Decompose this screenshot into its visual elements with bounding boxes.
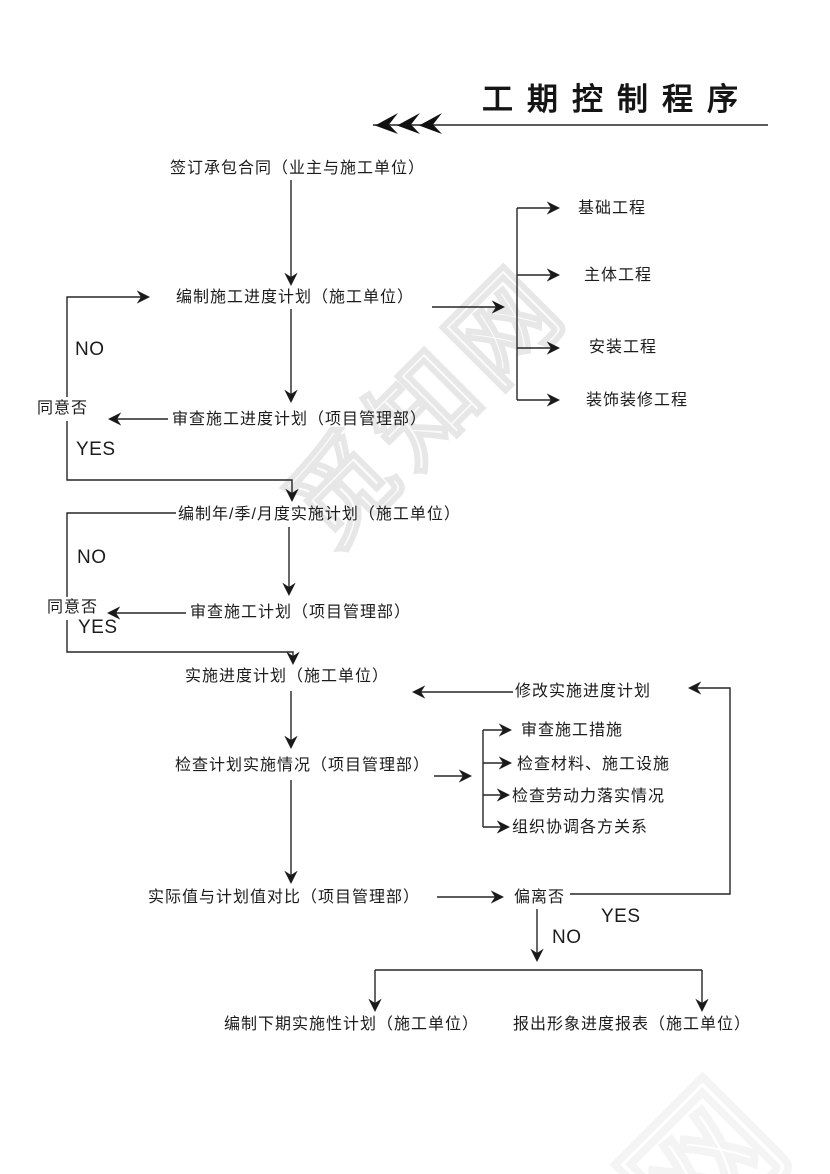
page-title: 工期控制程序 (482, 82, 752, 117)
check-branch-1: 检查材料、施工设施 (517, 756, 671, 773)
title-chevron-1 (375, 113, 398, 134)
node-sign-contract: 签订承包合同（业主与施工单位） (170, 160, 426, 177)
decision1-label: 同意否 (37, 400, 89, 417)
node-review-plan: 审查施工计划（项目管理部） (190, 604, 412, 621)
work-branch-2: 安装工程 (589, 339, 658, 356)
node-prepare-periodic: 编制年/季/月度实施计划（施工单位） (178, 506, 461, 523)
decision1-yes-label: YES (76, 439, 116, 460)
decision2-label: 同意否 (47, 599, 99, 616)
work-branch-1: 主体工程 (584, 267, 653, 284)
node-check-implementation: 检查计划实施情况（项目管理部） (175, 757, 431, 774)
node-prepare-next: 编制下期实施性计划（施工单位） (224, 1016, 480, 1033)
node-report-progress: 报出形象进度报表（施工单位） (513, 1016, 752, 1033)
title-chevron-3 (419, 113, 442, 134)
node-implement-plan: 实施进度计划（施工单位） (185, 668, 390, 685)
decision3-label: 偏离否 (514, 889, 566, 906)
decision2-yes-label: YES (78, 617, 118, 638)
decision1-no-label: NO (75, 339, 105, 360)
title-chevron-2 (397, 113, 420, 134)
node-modify-plan: 修改实施进度计划 (515, 683, 652, 700)
work-branch-3: 装饰装修工程 (586, 392, 689, 409)
node-prepare-schedule: 编制施工进度计划（施工单位） (176, 289, 415, 306)
check-branch-3: 组织协调各方关系 (512, 819, 649, 836)
connector-decision1-no-loop (66, 290, 150, 397)
work-branch-0: 基础工程 (578, 200, 647, 217)
connector-deviation-yes-to-modify (570, 681, 731, 895)
decision3-yes-label: YES (601, 906, 641, 927)
decision2-no-label: NO (77, 547, 107, 568)
node-compare-values: 实际值与计划值对比（项目管理部） (148, 889, 421, 906)
connector-decision1-yes (66, 421, 299, 502)
decision3-no-label: NO (552, 927, 582, 948)
connector-decision2-yes (66, 620, 300, 665)
check-branch-2: 检查劳动力落实情况 (512, 788, 666, 805)
check-branch-0: 审查施工措施 (521, 722, 624, 739)
node-review-schedule: 审查施工进度计划（项目管理部） (172, 411, 428, 428)
connector-decision2-no-loop (66, 512, 176, 597)
